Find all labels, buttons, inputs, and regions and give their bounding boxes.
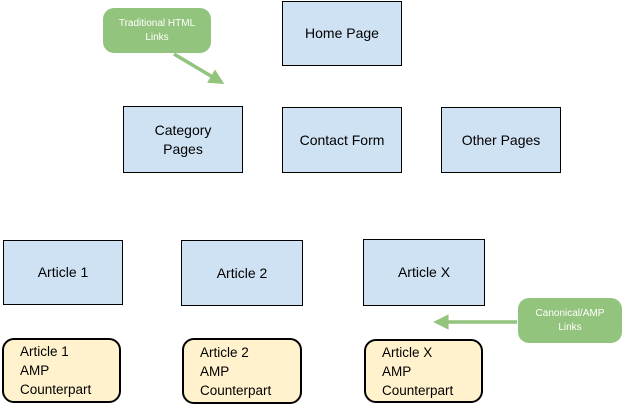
annotation-line: Links xyxy=(145,31,169,43)
node-label: Home Page xyxy=(305,25,379,41)
node-label: Contact Form xyxy=(299,131,385,148)
traditional-html-links-arrow xyxy=(173,52,225,84)
amp-line: AMP xyxy=(20,363,50,378)
node-contact-form: Contact Form xyxy=(282,107,402,173)
node-category-pages: Category Pages xyxy=(123,106,243,173)
node-home-page: Home Page xyxy=(282,1,402,66)
annotation-line: Links xyxy=(558,321,582,333)
amp-line: Article 2 xyxy=(200,344,249,360)
annotation-line: Traditional HTML xyxy=(118,17,196,29)
annotation-traditional-html-links: Traditional HTML Links xyxy=(103,8,211,53)
amp-line: Counterpart xyxy=(382,382,454,398)
node-article-2-amp-counterpart: Article 2 AMP Counterpart xyxy=(182,338,302,404)
amp-line: Article 1 xyxy=(20,344,69,359)
amp-line: Counterpart xyxy=(200,382,272,398)
node-label: Other Pages xyxy=(461,131,541,148)
amp-line: AMP xyxy=(382,363,412,379)
node-label: Category Pages xyxy=(154,121,212,157)
node-label: Article X xyxy=(397,264,451,280)
node-label: Article 2 xyxy=(216,264,268,281)
node-article-1-amp-counterpart: Article 1 AMP Counterpart xyxy=(2,338,121,403)
amp-line: AMP xyxy=(200,363,230,379)
annotation-line: Canonical/AMP xyxy=(535,307,605,319)
annotation-canonical-amp-links: Canonical/AMP Links xyxy=(518,298,622,343)
amp-line: Article X xyxy=(382,344,433,360)
amp-line: Counterpart xyxy=(20,382,92,397)
node-article-x-amp-counterpart: Article X AMP Counterpart xyxy=(364,339,483,403)
node-article-x: Article X xyxy=(363,239,485,306)
node-other-pages: Other Pages xyxy=(441,107,561,173)
node-article-1: Article 1 xyxy=(3,240,123,305)
node-article-2: Article 2 xyxy=(181,240,303,306)
node-label: Article 1 xyxy=(37,264,89,280)
